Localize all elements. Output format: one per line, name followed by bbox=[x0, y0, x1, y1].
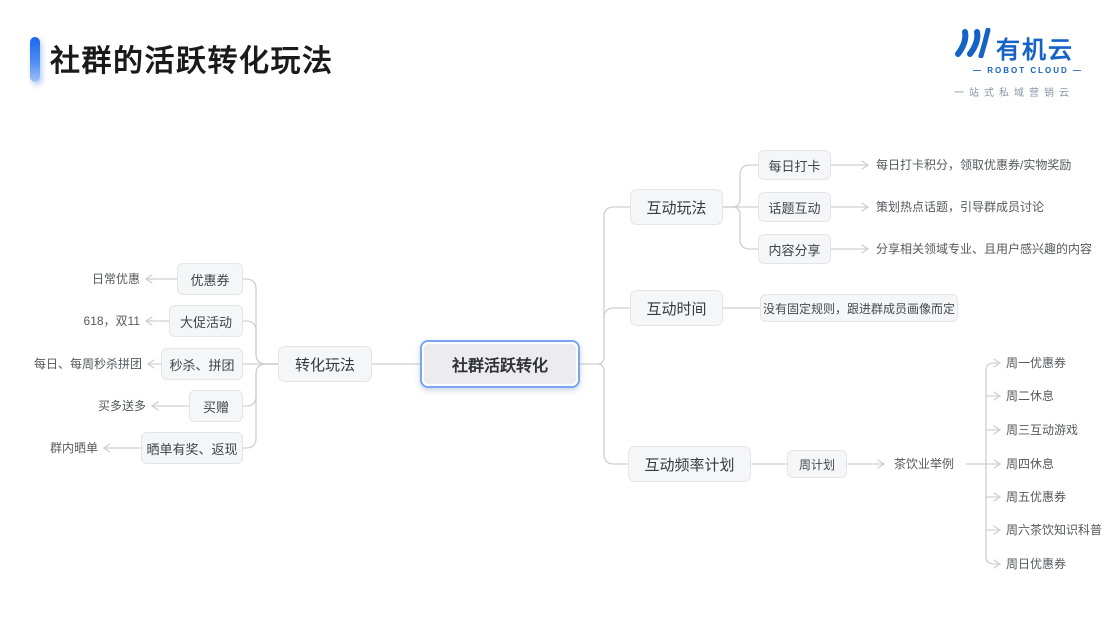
node-week-sunday[interactable]: 周日优惠券 bbox=[1006, 557, 1067, 571]
node-interaction-tactics[interactable]: 互动玩法 bbox=[630, 189, 723, 225]
node-week-monday[interactable]: 周一优惠券 bbox=[1006, 356, 1067, 370]
note-checkin-desc[interactable]: 每日打卡积分，领取优惠券/实物奖励 bbox=[876, 158, 1072, 172]
brand-tagline: 一站式私域营销云 bbox=[954, 88, 1074, 99]
node-no-fixed-rule[interactable]: 没有固定规则，跟进群成员画像而定 bbox=[760, 294, 958, 322]
brand-logo: 有机云 — ROBOT CLOUD — 一站式私域营销云 bbox=[934, 27, 1094, 99]
note-daily-discount[interactable]: 日常优惠 bbox=[91, 272, 140, 286]
note-topic-desc[interactable]: 策划热点话题，引导群成员讨论 bbox=[876, 200, 1045, 214]
node-coupon[interactable]: 优惠券 bbox=[177, 263, 243, 295]
node-week-friday[interactable]: 周五优惠券 bbox=[1006, 490, 1067, 504]
node-week-saturday[interactable]: 周六茶饮知识科普 bbox=[1006, 523, 1103, 537]
brand-name: 有机云 bbox=[996, 37, 1074, 64]
node-week-thursday[interactable]: 周四休息 bbox=[1006, 457, 1055, 471]
node-week-wednesday[interactable]: 周三互动游戏 bbox=[1006, 423, 1079, 437]
node-content-sharing[interactable]: 内容分享 bbox=[758, 234, 831, 264]
note-content-desc[interactable]: 分享相关领域专业、且用户感兴趣的内容 bbox=[876, 242, 1093, 256]
note-daily-weekly-flashsale[interactable]: 每日、每周秒杀拼团 bbox=[33, 357, 142, 371]
node-week-tuesday[interactable]: 周二休息 bbox=[1006, 389, 1055, 403]
node-week-plan[interactable]: 周计划 bbox=[787, 450, 847, 478]
node-flashsale-groupbuy[interactable]: 秒杀、拼团 bbox=[161, 348, 243, 380]
node-promo-event[interactable]: 大促活动 bbox=[169, 305, 243, 337]
node-root[interactable]: 社群活跃转化 bbox=[420, 340, 580, 388]
note-buy-more-get-more[interactable]: 买多送多 bbox=[97, 399, 146, 413]
node-interaction-frequency-plan[interactable]: 互动频率计划 bbox=[628, 446, 751, 482]
title-accent-bar bbox=[30, 37, 40, 82]
note-618-double11[interactable]: 618，双11 bbox=[83, 314, 140, 328]
node-daily-checkin[interactable]: 每日打卡 bbox=[758, 150, 831, 180]
node-interaction-time[interactable]: 互动时间 bbox=[630, 290, 723, 326]
node-topic-interaction[interactable]: 话题互动 bbox=[758, 192, 831, 222]
note-group-share-order[interactable]: 群内晒单 bbox=[49, 441, 98, 455]
page-title: 社群的活跃转化玩法 bbox=[50, 45, 334, 78]
brand-subtitle: — ROBOT CLOUD — bbox=[973, 66, 1083, 75]
brand-logo-icon bbox=[954, 27, 992, 63]
node-buy-gift[interactable]: 买赠 bbox=[189, 390, 243, 422]
note-tea-industry-example[interactable]: 茶饮业举例 bbox=[894, 457, 955, 471]
node-share-reward[interactable]: 晒单有奖、返现 bbox=[141, 432, 243, 464]
node-conversion-tactics[interactable]: 转化玩法 bbox=[278, 346, 372, 382]
